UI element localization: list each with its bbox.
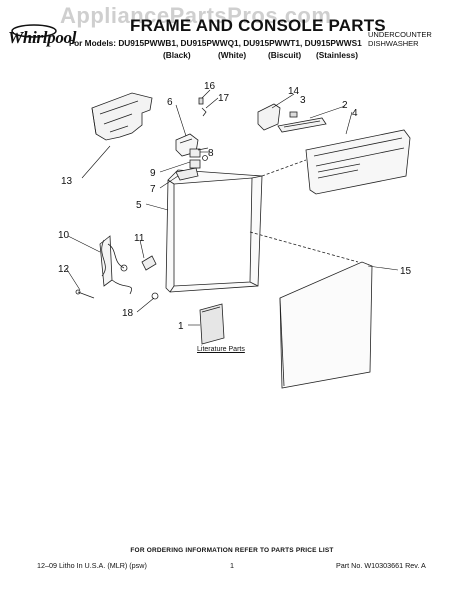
vent-cover-part (91, 92, 153, 141)
callout-9: 9 (150, 168, 156, 179)
literature-label: Literature Parts (197, 346, 245, 353)
callout-2: 2 (342, 100, 348, 111)
callout-6: 6 (167, 97, 173, 108)
callout-7: 7 (150, 184, 156, 195)
door-frame-part (165, 169, 263, 293)
parts-diagram: 13 6 16 17 14 3 2 4 8 9 7 5 10 11 12 18 … (58, 81, 412, 389)
unit-type: UNDERCOUNTER DISHWASHER (368, 30, 432, 48)
footer-litho: 12–09 Litho In U.S.A. (MLR) (psw) (37, 561, 147, 570)
unit-type-line-2: DISHWASHER (368, 39, 419, 48)
literature-parts (199, 303, 225, 345)
callout-4: 4 (352, 108, 358, 119)
callout-11: 11 (134, 233, 145, 244)
callout-12: 12 (58, 264, 70, 275)
console-panel-part (305, 129, 411, 195)
callout-15: 15 (400, 266, 412, 277)
callout-1: 1 (178, 321, 184, 332)
side-panel-part (279, 261, 373, 389)
footer-part-number: Part No. W10303661 Rev. A (336, 561, 426, 570)
color-white: (White) (218, 50, 247, 60)
footer-page-number: 1 (230, 561, 234, 570)
callout-14: 14 (288, 86, 300, 97)
whirlpool-logo-swoosh (11, 24, 57, 38)
watermark-text: AppliancePartsPros.com (60, 3, 332, 28)
color-black: (Black) (163, 50, 191, 60)
callout-13: 13 (61, 176, 73, 187)
brand-logo: Whirlpool (8, 28, 77, 47)
unit-type-line-1: UNDERCOUNTER (368, 30, 432, 39)
callout-3: 3 (300, 95, 306, 106)
callout-17: 17 (218, 93, 230, 104)
callout-10: 10 (58, 230, 70, 241)
color-stainless: (Stainless) (316, 50, 358, 60)
model-list: For Models: DU915PWWB1, DU915PWWQ1, DU91… (69, 38, 362, 48)
color-biscuit: (Biscuit) (268, 50, 302, 60)
callout-5: 5 (136, 200, 142, 211)
callout-16: 16 (204, 81, 216, 92)
callout-8: 8 (208, 148, 214, 159)
wire-harness-part (99, 235, 132, 295)
ordering-info: FOR ORDERING INFORMATION REFER TO PARTS … (130, 547, 334, 554)
page-title: FRAME AND CONSOLE PARTS (130, 16, 386, 35)
callout-18: 18 (122, 308, 134, 319)
